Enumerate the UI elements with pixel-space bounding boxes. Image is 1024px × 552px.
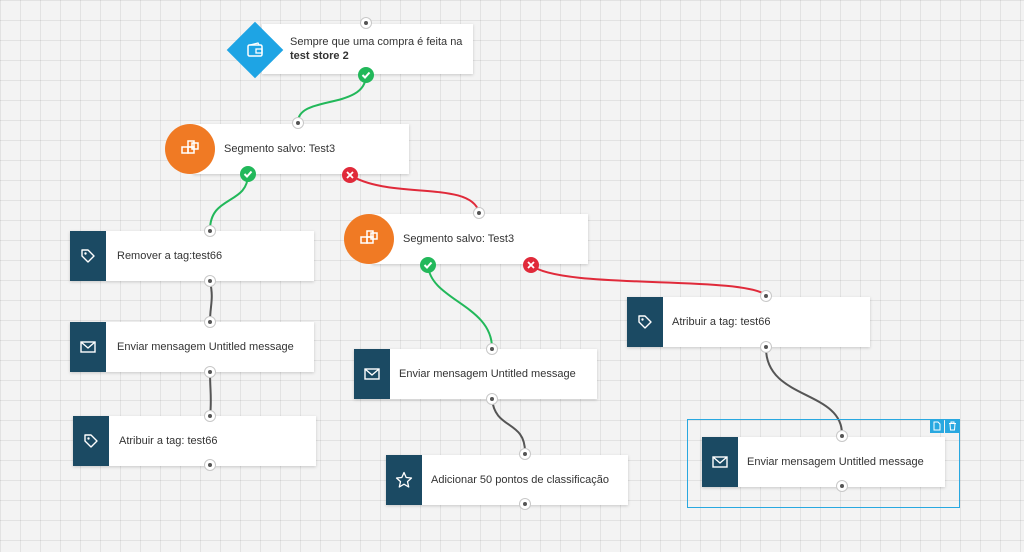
connector-segment1-no [349,174,480,213]
envelope-icon [80,341,96,353]
check-icon [243,170,253,178]
add-points-label: Adicionar 50 pontos de classificação [431,474,609,486]
remove-tag-output-port[interactable] [204,275,216,287]
connector-segment1-yes [209,173,249,231]
assign-tag-1-input-port[interactable] [204,410,216,422]
send-message-label-3: Enviar mensagem Untitled message [747,456,924,468]
assign-tag-label-2: Atribuir a tag: test66 [672,316,771,328]
segment-icon-badge-2 [344,214,394,264]
trigger-card[interactable]: Sempre que uma compra é feita na test st… [262,24,473,74]
add-points-card[interactable]: Adicionar 50 pontos de classificação [386,455,628,505]
send-message-1-output-port[interactable] [204,366,216,378]
send-message-card-2[interactable]: Enviar mensagem Untitled message [354,349,597,399]
segment2-input-port[interactable] [473,207,485,219]
envelope-icon [364,368,380,380]
send-message-label-2: Enviar mensagem Untitled message [399,368,576,380]
envelope-icon [712,456,728,468]
send-message-icon-box-3 [702,437,738,487]
segment2-no-badge[interactable] [523,257,539,273]
connector-assign2-send3 [765,347,843,435]
wallet-icon [247,42,263,57]
segment2-yes-badge[interactable] [420,257,436,273]
tag-icon [84,434,98,448]
send-message-2-input-port[interactable] [486,343,498,355]
add-points-input-port[interactable] [519,448,531,460]
trigger-store-name: test store 2 [290,50,349,62]
segment1-no-badge[interactable] [342,167,358,183]
send-message-icon-box-1 [70,322,106,372]
send-message-card-1[interactable]: Enviar mensagem Untitled message [70,322,314,372]
send-message-3-output-port[interactable] [836,480,848,492]
assign-tag-icon-box-1 [73,416,109,466]
trigger-icon-badge [226,21,284,79]
segment-icon [360,230,378,244]
add-points-output-port[interactable] [519,498,531,510]
assign-tag-2-input-port[interactable] [760,290,772,302]
connector-segment2-no [530,264,767,296]
tag-icon [81,249,95,263]
remove-tag-label: Remover a tag:test66 [117,250,223,262]
remove-tag-icon-box [70,231,106,281]
add-points-icon-box [386,455,422,505]
send-message-1-input-port[interactable] [204,316,216,328]
segment-label-1: Segmento salvo: Test3 [224,143,336,155]
send-message-2-output-port[interactable] [486,393,498,405]
duplicate-button[interactable] [930,419,944,433]
star-icon [395,471,413,488]
trigger-yes-badge[interactable] [358,67,374,83]
trigger-label: Sempre que uma compra é feita na test st… [290,36,463,62]
x-icon [527,261,535,269]
assign-tag-card-1[interactable]: Atribuir a tag: test66 [73,416,316,466]
check-icon [361,71,371,79]
selected-node-frame [687,419,960,508]
remove-tag-input-port[interactable] [204,225,216,237]
segment-card-1[interactable]: Segmento salvo: Test3 [193,124,409,174]
selection-toolbar [930,419,959,433]
assign-tag-1-output-port[interactable] [204,459,216,471]
connector-trigger-segment1 [297,74,367,123]
assign-tag-2-output-port[interactable] [760,341,772,353]
segment1-yes-badge[interactable] [240,166,256,182]
segment-icon [181,140,199,154]
send-message-card-3[interactable]: Enviar mensagem Untitled message [702,437,945,487]
segment-icon-badge-1 [165,124,215,174]
send-message-icon-box-2 [354,349,390,399]
send-message-3-input-port[interactable] [836,430,848,442]
check-icon [423,261,433,269]
x-icon [346,171,354,179]
copy-icon [933,421,941,431]
send-message-label-1: Enviar mensagem Untitled message [117,341,294,353]
assign-tag-label-1: Atribuir a tag: test66 [119,435,218,447]
segment-card-2[interactable]: Segmento salvo: Test3 [372,214,588,264]
trigger-input-port[interactable] [360,17,372,29]
connector-send2-points [491,398,526,453]
remove-tag-card[interactable]: Remover a tag:test66 [70,231,314,281]
trash-icon [948,421,956,431]
delete-button[interactable] [945,419,959,433]
assign-tag-card-2[interactable]: Atribuir a tag: test66 [627,297,870,347]
tag-icon [638,315,652,329]
connector-segment2-yes [427,264,493,349]
assign-tag-icon-box-2 [627,297,663,347]
segment-label-2: Segmento salvo: Test3 [403,233,515,245]
segment1-input-port[interactable] [292,117,304,129]
